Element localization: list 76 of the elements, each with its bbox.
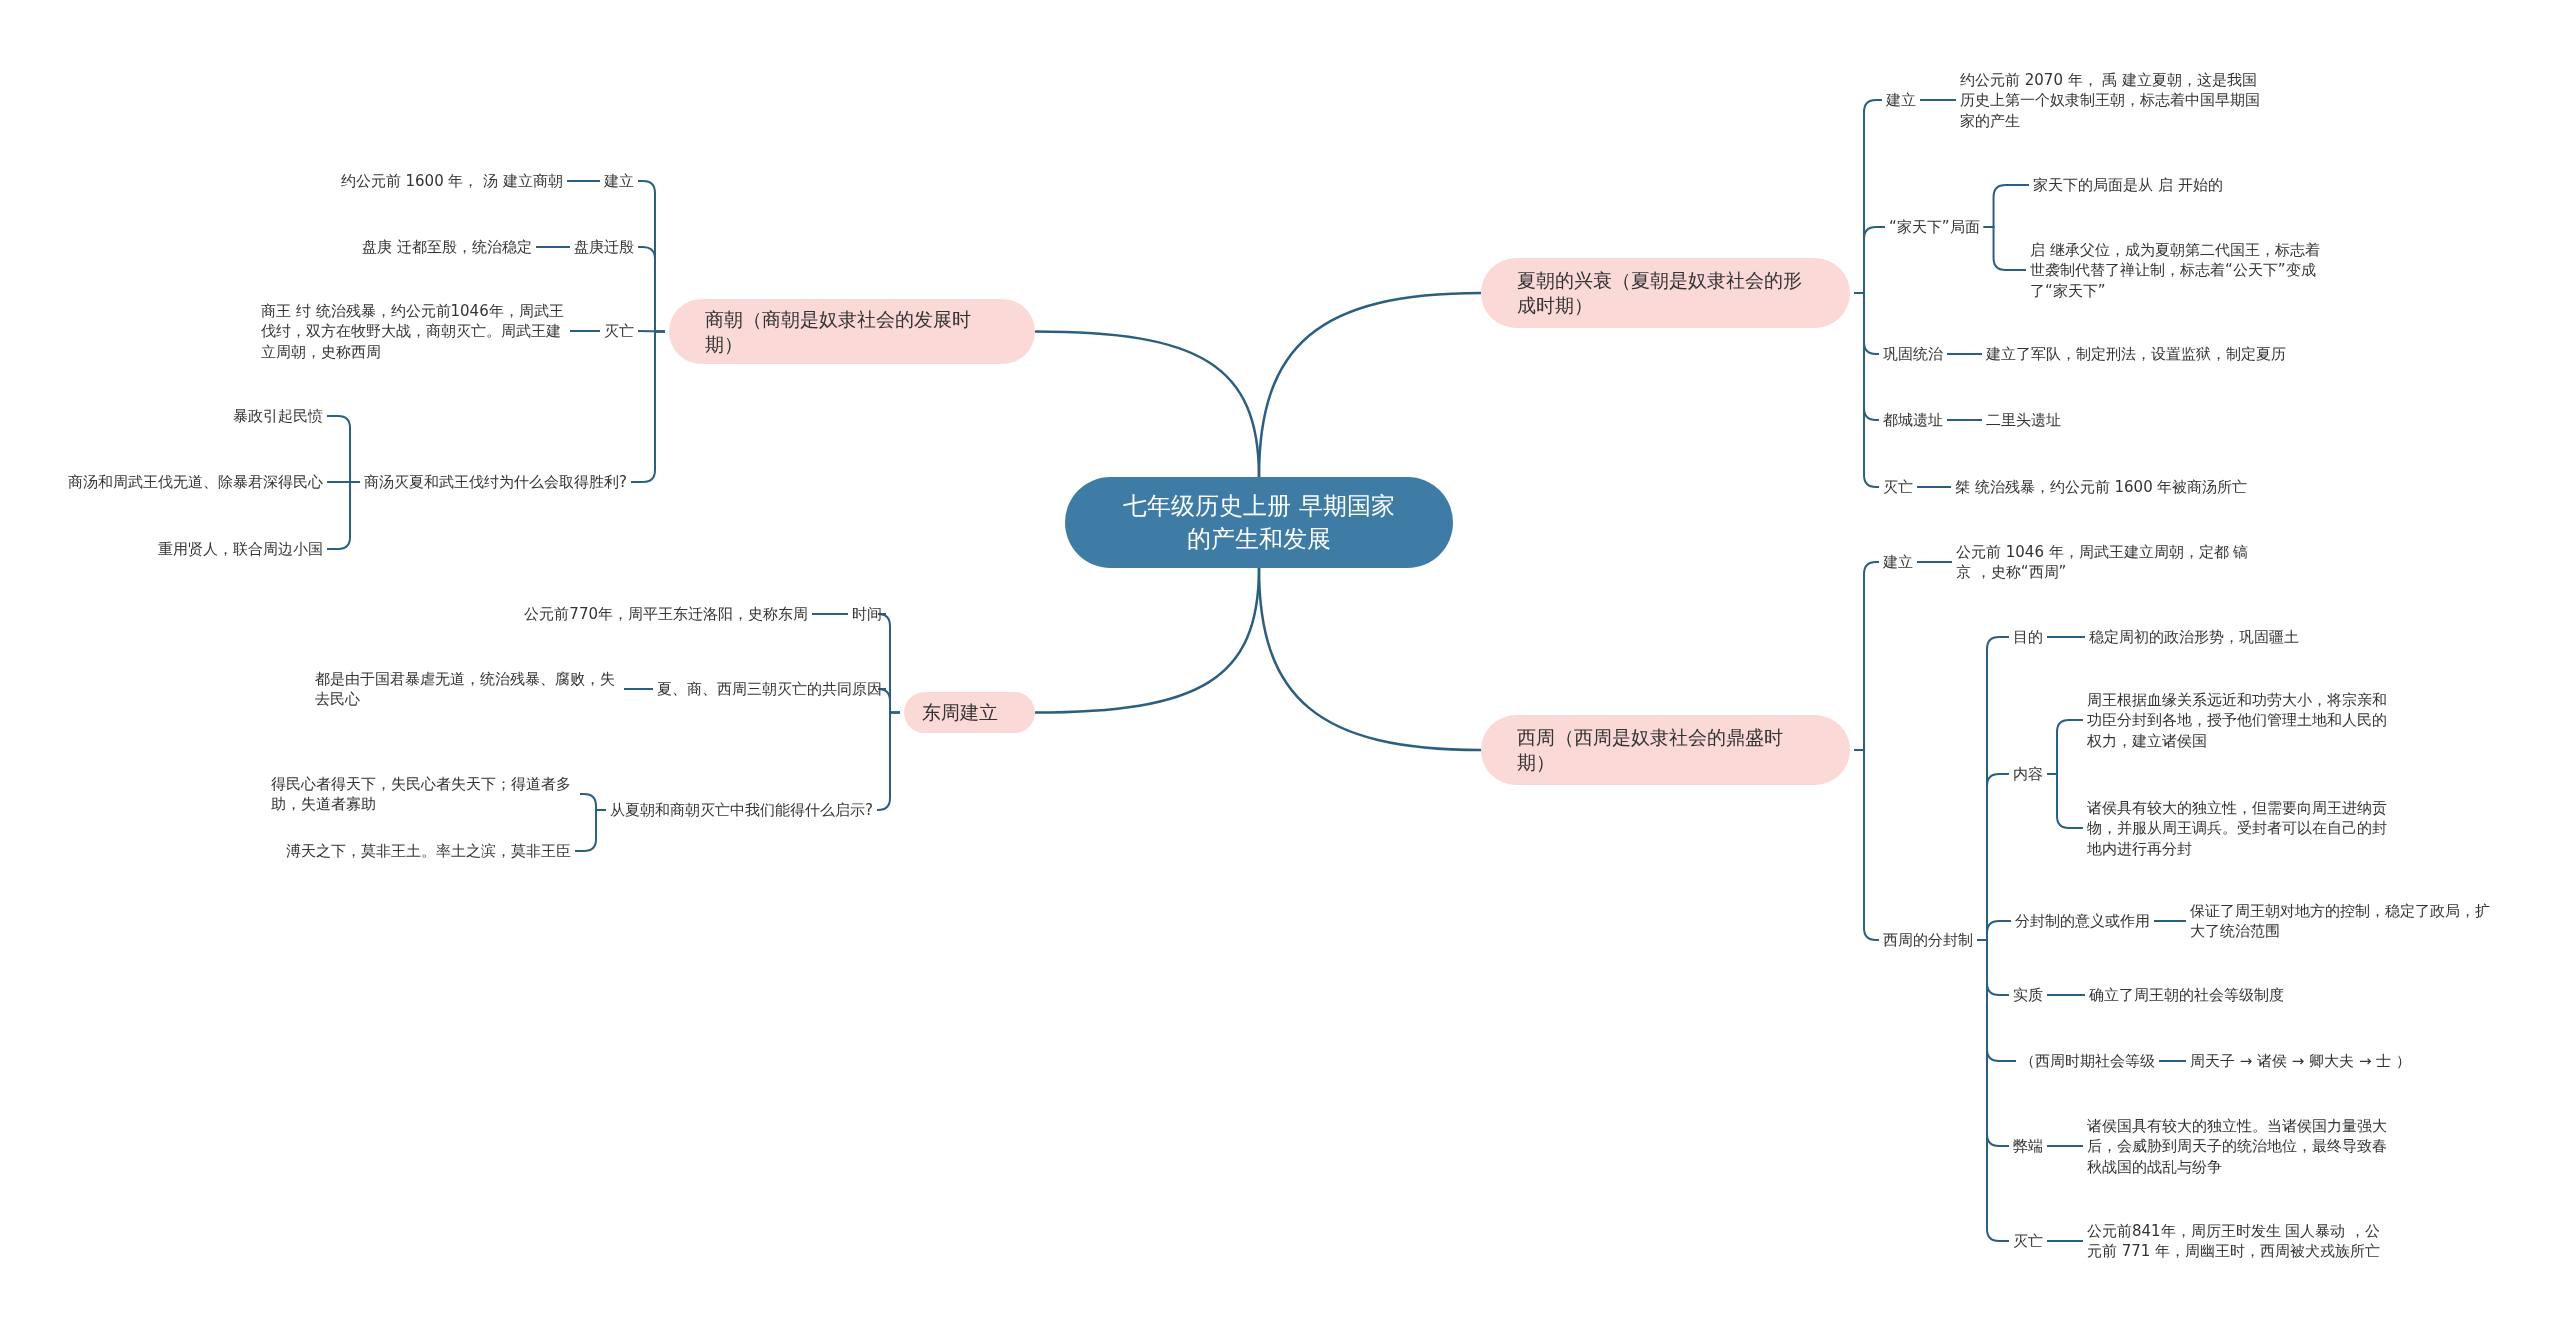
connector <box>569 330 601 332</box>
topic-text: 商汤灭夏和武王伐纣为什么会取得胜利? <box>364 471 627 493</box>
connector <box>623 688 654 690</box>
topic-text: 溥天之下，莫非王土。率土之滨，莫非王臣 <box>286 840 571 862</box>
connector <box>1976 939 2010 1242</box>
connector <box>1034 330 1261 478</box>
topic-text: 目的 <box>2013 626 2043 648</box>
topic-text: 家天下的局面是从 启 开始的 <box>2033 174 2223 196</box>
topic-text: 建立 <box>1883 551 1913 573</box>
connector <box>1916 486 1952 488</box>
topic-text: 建立了军队，制定刑法，设置监狱，制定夏历 <box>1986 343 2286 365</box>
connector <box>1853 292 1880 488</box>
topic-text: 诸侯国具有较大的独立性。当诸侯国力量强大后，会威胁到周天子的统治地位，最终导致春秋战国的战乱与纷争 <box>2087 1115 2392 1177</box>
topic-text: 公元前 1046 年，周武王建立周朝，定都 镐京 ，史称“西周” <box>1956 541 2251 583</box>
connector <box>1919 99 1957 101</box>
main-topic: 商朝（商朝是奴隶社会的发展时期） <box>669 299 1035 364</box>
topic-text: 稳定周初的政治形势，巩固疆土 <box>2089 626 2299 648</box>
main-topic: 东周建立 <box>904 692 1035 733</box>
connector <box>1034 567 1261 714</box>
connector <box>2158 1060 2187 1062</box>
topic-text: 灭亡 <box>604 320 634 342</box>
topic-text: 建立 <box>604 170 634 192</box>
connector <box>535 246 571 248</box>
connector <box>2046 636 2086 638</box>
topic-text: 二里头遗址 <box>1986 409 2061 431</box>
connector <box>1946 419 1983 421</box>
topic-text: 公元前841年，周厉王时发生 国人暴动 ，公元前 771 年，周幽王时，西周被犬戎族所亡 <box>2087 1220 2387 1262</box>
connector <box>811 613 849 615</box>
topic-text: 公元前770年，周平王东迁洛阳，史称东周 <box>524 603 808 625</box>
connector <box>1982 226 2027 271</box>
connector <box>566 180 601 182</box>
connector <box>574 809 608 852</box>
topic-text: 保证了周王朝对地方的控制，稳定了政局，扩大了统治范围 <box>2190 900 2500 942</box>
connector <box>2046 1145 2084 1147</box>
topic-text: 盘庚 迁都至殷，统治稳定 <box>362 236 532 258</box>
topic-text: 周王根据血缘关系远近和功劳大小，将宗亲和功臣分封到各地，授予他们管理土地和人民的权力，建立诸侯国 <box>2087 689 2392 751</box>
topic-text: 重用贤人，联合周边小国 <box>158 538 323 560</box>
topic-text: 盘庚迁殷 <box>574 236 634 258</box>
connector <box>2046 994 2086 996</box>
main-topic: 夏朝的兴衰（夏朝是奴隶社会的形成时期） <box>1481 258 1850 328</box>
topic-text: 时间 <box>852 603 882 625</box>
topic-text: 商王 纣 统治残暴，约公元前1046年，周武王伐纣，双方在牧野大战，商朝灭亡。周武王建立周朝，史称西周 <box>261 300 566 362</box>
connector <box>1853 749 1880 941</box>
connector <box>2153 920 2187 922</box>
central-topic: 七年级历史上册 早期国家的产生和发展 <box>1065 477 1453 568</box>
connector <box>1946 353 1983 355</box>
topic-text: 巩固统治 <box>1883 343 1943 365</box>
connector <box>2046 1240 2084 1242</box>
topic-text: 桀 统治残暴，约公元前 1600 年被商汤所亡 <box>1955 476 2248 498</box>
connector <box>637 330 666 333</box>
topic-text: 从夏朝和商朝灭亡中我们能得什么启示? <box>610 799 873 821</box>
topic-text: 灭亡 <box>1883 476 1913 498</box>
topic-text: 确立了周王朝的社会等级制度 <box>2089 984 2284 1006</box>
connector <box>1916 561 1953 563</box>
topic-text: 西周的分封制 <box>1883 929 1973 951</box>
topic-text: 灭亡 <box>2013 1230 2043 1252</box>
topic-text: 暴政引起民愤 <box>233 405 323 427</box>
topic-text: 分封制的意义或作用 <box>2015 910 2150 932</box>
topic-text: 启 继承父位，成为夏朝第二代国王，标志着世袭制代替了禅让制，标志着“公天下”变成了“家天下” <box>2030 239 2330 301</box>
topic-text: 周天子 → 诸侯 → 卿大夫 → 士 ） <box>2190 1050 2412 1072</box>
topic-text: 约公元前 1600 年， 汤 建立商朝 <box>340 170 563 192</box>
topic-text: 得民心者得天下，失民心者失天下；得道者多助，失道者寡助 <box>271 773 576 815</box>
topic-text: 内容 <box>2013 763 2043 785</box>
topic-text: 都城遗址 <box>1883 409 1943 431</box>
topic-text: 弊端 <box>2013 1135 2043 1157</box>
connector <box>876 711 901 811</box>
topic-text: “家天下”局面 <box>1889 216 1980 238</box>
topic-text: 实质 <box>2013 984 2043 1006</box>
topic-text: 约公元前 2070 年， 禹 建立夏朝，这是我国历史上第一个奴隶制王朝，标志着中国早期国家的产生 <box>1960 69 2265 131</box>
topic-text: （西周时期社会等级 <box>2020 1050 2155 1072</box>
topic-text: 都是由于国君暴虐无道，统治残暴、腐败，失去民心 <box>315 668 620 710</box>
topic-text: 诸侯具有较大的独立性，但需要向周王进纳贡物，并服从周王调兵。受封者可以在自己的封地内进行再分封 <box>2087 797 2392 859</box>
topic-text: 商汤和周武王伐无道、除暴君深得民心 <box>68 471 323 493</box>
topic-text: 夏、商、西周三朝灭亡的共同原因 <box>657 678 882 700</box>
main-topic: 西周（西周是奴隶社会的鼎盛时期） <box>1481 715 1850 785</box>
topic-text: 建立 <box>1886 89 1916 111</box>
